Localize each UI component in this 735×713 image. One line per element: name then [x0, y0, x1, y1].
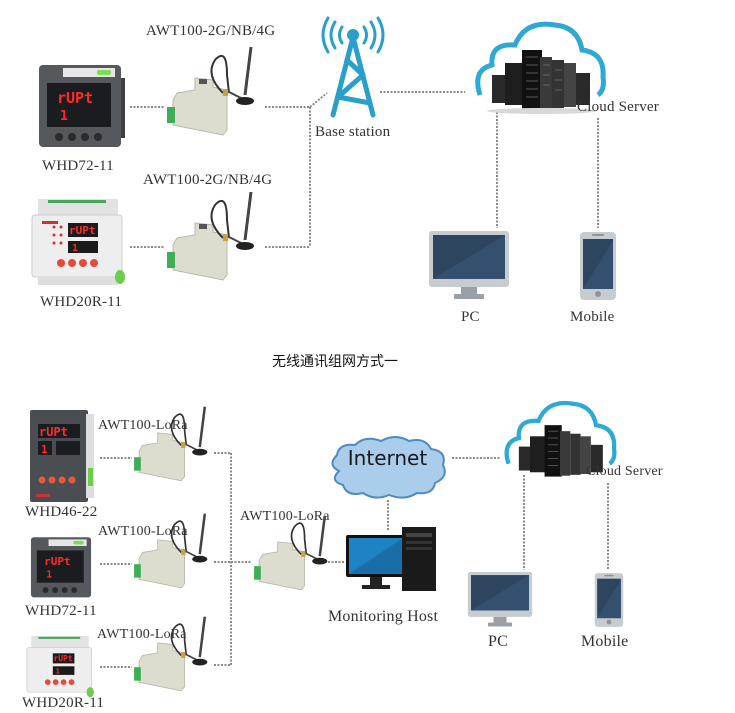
- svg-text:rUPt: rUPt: [57, 89, 93, 107]
- svg-text:rUPt: rUPt: [54, 654, 73, 663]
- base-station-label: Base station: [315, 124, 391, 140]
- lora-concentrator: [252, 514, 337, 594]
- mobile-label: Mobile: [570, 309, 615, 325]
- smartphone-icon: [594, 573, 624, 627]
- din-rail-gateway-icon: [167, 191, 254, 281]
- din-rail-gateway-icon: [254, 515, 328, 591]
- diagram-caption: 无线通讯组网方式一: [272, 354, 398, 370]
- meter-whd72-11: rUPt 1: [35, 63, 125, 151]
- din-rail-gateway-icon: [167, 46, 254, 136]
- meter-label: WHD20R-11: [22, 695, 105, 711]
- meter-label: WHD72-11: [25, 603, 97, 619]
- panel-meter-icon: rUPt 1: [39, 65, 125, 147]
- base-station: [318, 15, 388, 120]
- cloud-server: [470, 15, 610, 115]
- lora-concentrator-label: AWT100-LoRa: [240, 509, 330, 524]
- mobile: [579, 231, 617, 301]
- din-rail-gateway-icon: [134, 406, 208, 482]
- svg-text:1: 1: [41, 443, 48, 456]
- din-meter-icon: rUPt 1: [26, 636, 94, 698]
- lora-node-label: AWT100-LoRa: [98, 418, 188, 433]
- gateway-label: AWT100-2G/NB/4G: [146, 23, 276, 39]
- cell-tower-icon: [321, 16, 385, 118]
- meter-whd46-22: rUPt 1: [28, 408, 94, 504]
- cloud-server: [500, 395, 620, 481]
- meter-whd72-11: rUPt 1: [28, 535, 94, 601]
- gateway-awt100-4g: [165, 45, 265, 140]
- desktop-computer-icon: [346, 527, 436, 591]
- lora-node: [132, 512, 217, 592]
- svg-text:1: 1: [46, 570, 52, 581]
- meter-label: WHD46-22: [25, 504, 98, 520]
- pc: [467, 571, 533, 629]
- lora-node: [132, 615, 217, 695]
- gateway-awt100-4g: [165, 190, 265, 285]
- meter-label: WHD20R-11: [40, 294, 123, 310]
- cloud-server-icon: [504, 400, 617, 477]
- cloud-server-label: Cloud Server: [577, 99, 659, 115]
- lora-node-label: AWT100-LoRa: [97, 627, 187, 642]
- svg-text:1: 1: [72, 243, 78, 254]
- svg-text:1: 1: [60, 109, 68, 124]
- din-rail-gateway-icon: [134, 513, 208, 589]
- gateway-label: AWT100-2G/NB/4G: [143, 172, 273, 188]
- meter-whd20r-11: rUPt 1: [24, 634, 96, 700]
- mobile-label: Mobile: [581, 633, 629, 650]
- mobile: [594, 572, 624, 628]
- cloud-server-icon: [475, 21, 606, 114]
- meter-whd20r-11: rUPt 1: [28, 197, 128, 287]
- pc-label: PC: [488, 633, 508, 650]
- din-rail-gateway-icon: [134, 616, 208, 692]
- internet-cloud-icon: [331, 436, 446, 499]
- internet-label: Internet: [347, 446, 428, 470]
- cloud-server-label: Cloud Server: [586, 464, 663, 479]
- panel-meter-icon: rUPt 1: [30, 537, 92, 598]
- svg-text:rUPt: rUPt: [44, 555, 71, 568]
- pc: [428, 230, 510, 302]
- monitor-icon: [467, 571, 533, 627]
- internet: Internet: [325, 435, 450, 500]
- monitoring-host: [344, 525, 439, 595]
- lora-node-label: AWT100-LoRa: [98, 524, 188, 539]
- svg-text:rUPt: rUPt: [69, 224, 96, 237]
- smartphone-icon: [580, 232, 616, 300]
- monitor-icon: [429, 231, 509, 299]
- lora-node: [132, 405, 217, 485]
- pc-label: PC: [461, 309, 480, 325]
- meter-label: WHD72-11: [42, 158, 114, 174]
- panel-meter-icon: rUPt 1: [30, 410, 94, 502]
- svg-text:1: 1: [56, 666, 60, 675]
- din-meter-icon: rUPt 1: [31, 199, 125, 285]
- svg-text:rUPt: rUPt: [39, 425, 68, 439]
- monitoring-host-label: Monitoring Host: [328, 608, 439, 625]
